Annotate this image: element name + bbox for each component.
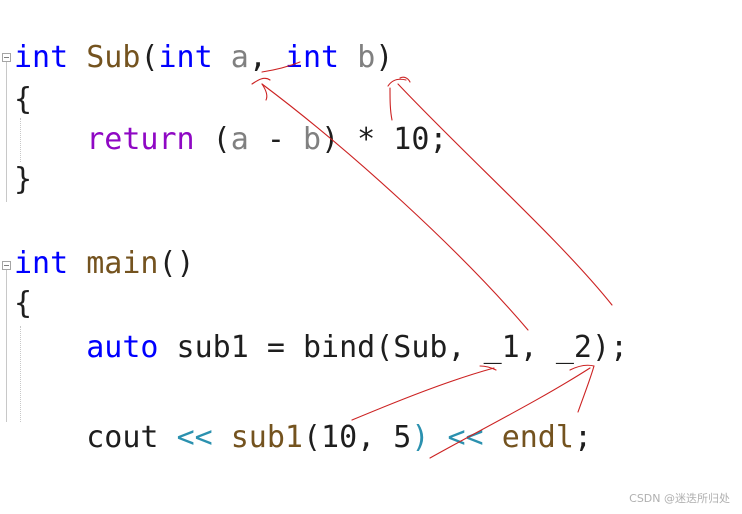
arrow-10-to-placeholder1 — [351, 367, 495, 421]
code-token: int — [284, 40, 340, 75]
arrow-head-b — [387, 78, 407, 87]
code-token: { — [14, 286, 33, 321]
code-token — [14, 122, 86, 157]
code-token: sub1 — [230, 420, 303, 455]
code-token: auto — [86, 330, 159, 365]
code-token: } — [14, 162, 33, 197]
code-token: cout — [14, 420, 177, 455]
arrow-head-b-2 — [389, 87, 393, 121]
code-token — [14, 330, 86, 365]
code-token: ; — [573, 420, 592, 455]
fold-toggle-sub[interactable] — [2, 53, 11, 62]
code-token: int — [14, 40, 69, 75]
code-line[interactable]: int main() — [14, 244, 195, 284]
code-token: endl — [501, 420, 574, 455]
code-token: ) * 10; — [321, 122, 448, 157]
code-token — [484, 420, 502, 455]
code-token: ) — [375, 40, 394, 75]
code-token: b — [303, 122, 322, 157]
code-token — [68, 246, 86, 281]
code-line[interactable]: } — [14, 160, 32, 200]
fold-region-sub — [6, 62, 7, 202]
code-line[interactable]: auto sub1 = bind(Sub, _1, _2); — [14, 328, 628, 368]
arrow-placeholder2-to-b — [397, 83, 613, 306]
code-token — [429, 420, 447, 455]
code-token: main — [86, 246, 159, 281]
code-token: a — [230, 122, 249, 157]
arrow-head-b-3 — [399, 76, 411, 83]
code-token: ) — [411, 420, 430, 455]
fold-region-main — [6, 270, 7, 422]
code-line[interactable]: return (a - b) * 10; — [14, 120, 448, 160]
code-token: Sub — [86, 40, 141, 75]
code-token: { — [14, 82, 33, 117]
code-token — [213, 40, 231, 75]
indent-guide — [20, 118, 21, 162]
code-token: () — [158, 246, 195, 281]
code-token — [68, 40, 86, 75]
watermark: CSDN @迷迭所归处 — [629, 492, 730, 505]
code-token: << — [176, 420, 213, 455]
code-token — [339, 40, 357, 75]
code-line[interactable]: { — [14, 284, 32, 324]
code-token: << — [447, 420, 484, 455]
code-token: (10, 5 — [303, 420, 412, 455]
code-token — [213, 420, 231, 455]
indent-guide — [20, 326, 21, 422]
arrow-head-a — [251, 77, 271, 85]
fold-toggle-main[interactable] — [2, 261, 11, 270]
code-token: , — [248, 40, 285, 75]
code-line[interactable]: int Sub(int a, int b) — [14, 38, 393, 78]
code-token: ( — [194, 122, 231, 157]
code-line[interactable]: { — [14, 80, 32, 120]
arrow-head-2b — [577, 365, 595, 413]
code-token: - — [248, 122, 303, 157]
code-token: ( — [140, 40, 159, 75]
code-token: int — [14, 246, 69, 281]
code-token: sub1 = bind(Sub, _1, _2); — [158, 330, 629, 365]
code-token: int — [158, 40, 213, 75]
code-token: return — [86, 122, 195, 157]
arrow-head-a-2 — [261, 83, 268, 101]
code-line[interactable]: cout << sub1(10, 5) << endl; — [14, 418, 592, 458]
code-token: b — [357, 40, 376, 75]
code-token: a — [230, 40, 249, 75]
